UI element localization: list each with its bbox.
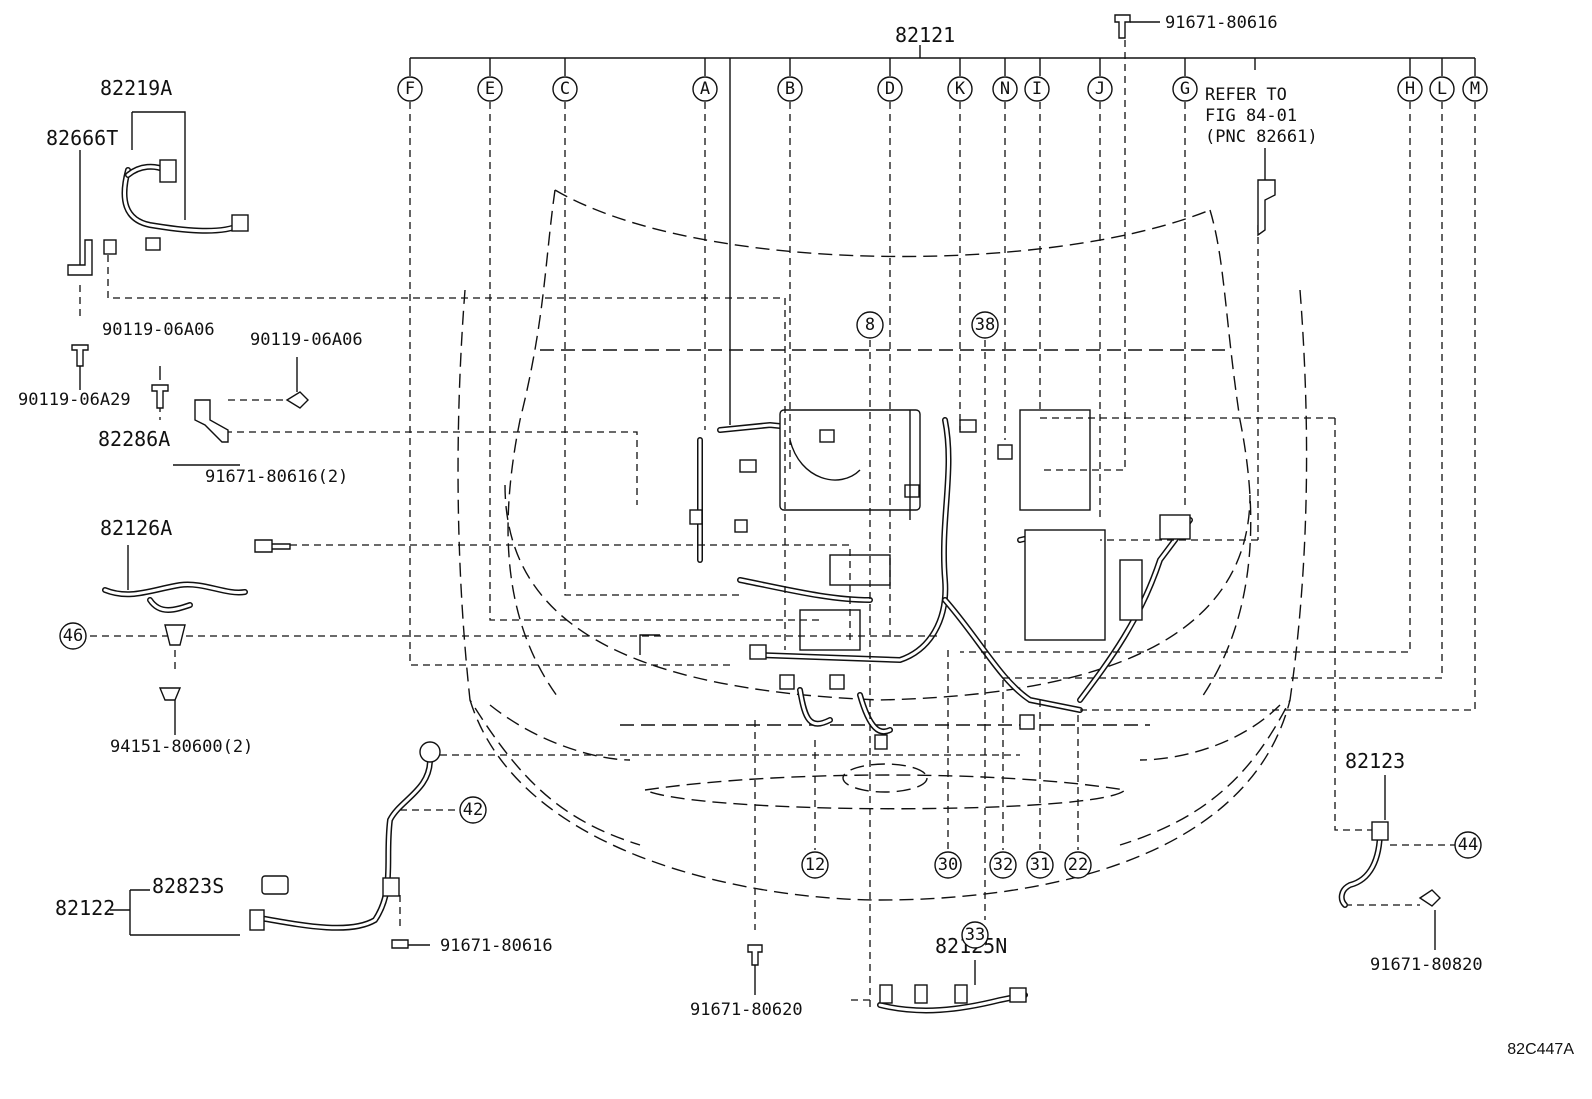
- part-leaders: [79, 225, 1455, 1010]
- part-91671-80620-label: 91671-80620: [690, 1000, 803, 1020]
- svg-text:J: J: [1095, 79, 1105, 99]
- svg-text:M: M: [1470, 79, 1480, 99]
- part-82126A-label: 82126A: [100, 516, 172, 540]
- callout-N: N: [992, 76, 1018, 102]
- callout-F: F: [397, 76, 423, 102]
- svg-text:I: I: [1032, 79, 1042, 99]
- part-90119-06A06-b-label: 90119-06A06: [250, 330, 363, 350]
- svg-text:D: D: [885, 79, 895, 99]
- callout-38: 38: [971, 311, 999, 339]
- svg-text:46: 46: [63, 626, 83, 646]
- svg-text:33: 33: [965, 925, 985, 945]
- part-90119-06A29-label: 90119-06A29: [18, 390, 131, 410]
- callout-C: C: [552, 76, 578, 102]
- callout-46: 46: [59, 622, 87, 650]
- svg-text:G: G: [1180, 79, 1190, 99]
- callout-44: 44: [1454, 831, 1482, 859]
- callout-J: J: [1087, 76, 1113, 102]
- svg-text:N: N: [1000, 79, 1010, 99]
- part-91671-80616-top-label: 91671-80616: [1165, 13, 1278, 33]
- svg-text:E: E: [485, 79, 495, 99]
- letter-leaders: [409, 40, 1476, 711]
- svg-text:K: K: [955, 79, 966, 99]
- number-callouts: 8 38 46 42 44 12 30 32 31 22 33: [59, 311, 1482, 949]
- part-90119-06A06-a-label: 90119-06A06: [102, 320, 215, 340]
- refer-note: REFER TO FIG 84-01 (PNC 82661): [1205, 85, 1318, 147]
- part-82823S-label: 82823S: [152, 874, 224, 898]
- callout-E: E: [477, 76, 503, 102]
- part-labels: 82121 91671-80616 82219A 82666T 90119-06…: [18, 13, 1483, 1020]
- engine-harness: [639, 409, 1193, 750]
- svg-text:8: 8: [865, 315, 875, 335]
- callout-8: 8: [856, 311, 884, 339]
- svg-text:32: 32: [993, 855, 1013, 875]
- svg-text:A: A: [700, 79, 710, 99]
- callout-L: L: [1429, 76, 1455, 102]
- svg-text:42: 42: [463, 800, 483, 820]
- letter-callouts: F E C A B D K N I J G H L M: [397, 76, 1488, 102]
- part-94151-80600-label: 94151-80600(2): [110, 737, 253, 757]
- callout-B: B: [777, 76, 803, 102]
- refer-line-2: FIG 84-01: [1205, 106, 1297, 126]
- part-82122-label: 82122: [55, 896, 115, 920]
- svg-text:44: 44: [1458, 835, 1478, 855]
- callout-30: 30: [934, 851, 962, 879]
- part-91671-80820-label: 91671-80820: [1370, 955, 1483, 975]
- callout-K: K: [947, 76, 973, 102]
- solid-leaders: [79, 21, 1436, 995]
- part-82666T-label: 82666T: [46, 126, 118, 150]
- part-82123-label: 82123: [1345, 749, 1405, 773]
- svg-text:C: C: [560, 79, 570, 99]
- callout-22: 22: [1064, 851, 1092, 879]
- callout-M: M: [1462, 76, 1488, 102]
- svg-text:F: F: [405, 79, 415, 99]
- refer-line-3: (PNC 82661): [1205, 127, 1318, 147]
- part-91671-80616-bot-label: 91671-80616: [440, 936, 553, 956]
- callout-12: 12: [801, 851, 829, 879]
- figure-code: 82C447A: [1507, 1041, 1574, 1058]
- part-sketches: [67, 14, 1441, 1014]
- callout-D: D: [877, 76, 903, 102]
- part-91671-80616-2-label: 91671-80616(2): [205, 467, 348, 487]
- refer-line-1: REFER TO: [1205, 85, 1287, 105]
- callout-32: 32: [989, 851, 1017, 879]
- bracket-82121: [409, 45, 1476, 425]
- callout-42: 42: [459, 796, 487, 824]
- callout-G: G: [1172, 76, 1198, 102]
- part-82219A-label: 82219A: [100, 76, 172, 100]
- svg-text:38: 38: [975, 315, 995, 335]
- svg-text:31: 31: [1030, 855, 1050, 875]
- svg-text:H: H: [1405, 79, 1415, 99]
- callout-I: I: [1024, 76, 1050, 102]
- svg-text:12: 12: [805, 855, 825, 875]
- svg-text:30: 30: [938, 855, 958, 875]
- part-82286A-label: 82286A: [98, 427, 170, 451]
- svg-text:L: L: [1437, 79, 1447, 99]
- part-82121-label: 82121: [895, 23, 955, 47]
- svg-text:B: B: [785, 79, 795, 99]
- callout-31: 31: [1026, 851, 1054, 879]
- callout-H: H: [1397, 76, 1423, 102]
- vehicle-outline: [457, 189, 1308, 901]
- callout-33: 33: [961, 921, 989, 949]
- callout-A: A: [692, 76, 718, 102]
- svg-text:22: 22: [1068, 855, 1088, 875]
